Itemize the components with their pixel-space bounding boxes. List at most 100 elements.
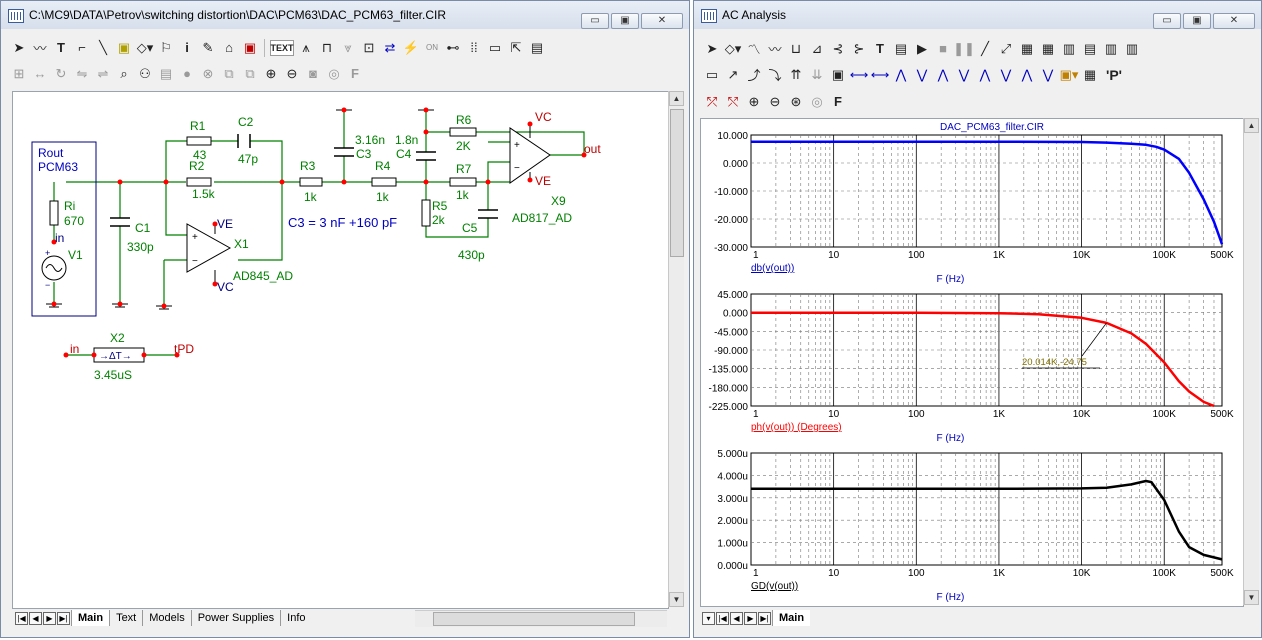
image-icon[interactable]: ▣ <box>831 66 845 82</box>
fingerprint-icon[interactable]: ◎ <box>328 65 340 81</box>
voltage-icon[interactable]: ⊡ <box>363 39 375 55</box>
shapes-icon[interactable]: ◇▾ <box>724 40 742 56</box>
scroll-thumb[interactable] <box>670 109 684 257</box>
grid3-icon[interactable]: ▥ <box>1062 40 1076 56</box>
restore-button[interactable]: ▣ <box>1183 13 1211 29</box>
zoom-in-icon[interactable]: ⊕ <box>265 65 277 81</box>
zoom-out-icon[interactable]: ⊖ <box>769 93 781 109</box>
zoom-out-icon[interactable]: ⊖ <box>286 65 298 81</box>
scale-icon[interactable]: 〽 <box>747 42 761 57</box>
run-icon[interactable]: ▶ <box>917 40 927 56</box>
grid1-icon[interactable]: ▦ <box>1020 40 1034 56</box>
tab-models[interactable]: Models <box>142 610 190 626</box>
camera-icon[interactable]: ◙ <box>309 66 317 81</box>
tab-main[interactable]: Main <box>71 610 110 626</box>
tab-text[interactable]: Text <box>109 610 142 626</box>
text-tool-icon[interactable]: T <box>57 40 65 55</box>
info-icon[interactable]: i <box>185 40 189 55</box>
align-icon[interactable]: ⊞ <box>13 65 25 81</box>
flag-icon[interactable]: ⚐ <box>160 39 172 55</box>
last-page-button[interactable]: ▶ <box>744 611 757 625</box>
flip-icon[interactable]: ↔ <box>33 66 47 81</box>
rectangle-icon[interactable]: ▭ <box>488 39 502 55</box>
f-icon[interactable]: F <box>351 66 359 81</box>
scroll-down-button[interactable]: ▼ <box>669 592 684 607</box>
orthogonal-wire-icon[interactable]: ⌐ <box>78 40 86 55</box>
restore-button[interactable]: ▣ <box>611 13 639 29</box>
zoom-fit-icon[interactable]: ⊛ <box>790 93 802 109</box>
schematic-vscroll[interactable]: ▲ ▼ <box>668 91 684 607</box>
last-page-button[interactable]: ▶| <box>57 611 70 625</box>
pause-icon[interactable]: ❚❚ <box>953 40 975 56</box>
pin-connect-icon[interactable]: ⊷ <box>446 39 460 55</box>
valley3-icon[interactable]: ⋁ <box>1000 66 1012 82</box>
scale4-icon[interactable]: ⊿ <box>811 40 823 56</box>
diagonal-wire-icon[interactable]: ╲ <box>99 39 107 55</box>
minimize-button[interactable]: ▭ <box>581 13 609 29</box>
tab-main[interactable]: Main <box>772 610 811 626</box>
on-button[interactable]: ON <box>426 43 438 52</box>
peak-mode-icon[interactable]: ⋀ <box>895 66 907 82</box>
high-icon[interactable]: ⇈ <box>790 66 802 82</box>
grid-dots-icon[interactable]: ⁞⁞ <box>470 40 478 55</box>
right-cursor-icon[interactable]: ⟷ <box>870 66 890 82</box>
prev-page-button[interactable]: |◀ <box>716 611 729 625</box>
close-button[interactable]: ✕ <box>641 13 683 29</box>
next-page-button[interactable]: ▶ <box>43 611 56 625</box>
end-page-button[interactable]: ▶| <box>758 611 771 625</box>
scroll-up-button[interactable]: ▲ <box>669 91 684 106</box>
table-icon[interactable]: ▦ <box>1083 66 1097 82</box>
scale5-icon[interactable]: ⊰ <box>832 40 844 56</box>
mirror-icon[interactable]: ⇋ <box>76 65 88 81</box>
power-icon[interactable]: ⚡ <box>402 39 420 55</box>
node-numbers-icon[interactable]: ⩚ <box>302 39 310 55</box>
first-page-button[interactable]: ▾ <box>702 611 715 625</box>
copy-icon[interactable]: ⧉ <box>224 65 234 81</box>
minimize-button[interactable]: ▭ <box>1153 13 1181 29</box>
tab-power-supplies[interactable]: Power Supplies <box>190 610 280 626</box>
binoculars-icon[interactable]: ⚇ <box>139 65 151 81</box>
palette-icon[interactable]: ▣▾ <box>1059 66 1079 82</box>
peak2-icon[interactable]: ⋀ <box>937 66 949 82</box>
scale2-icon[interactable]: 〰 <box>768 42 782 57</box>
line2-icon[interactable]: ⤢ <box>1000 40 1012 56</box>
valley-icon[interactable]: ⤵ <box>768 68 782 83</box>
grid6-icon[interactable]: ▥ <box>1125 40 1139 56</box>
scroll-up-button[interactable]: ▲ <box>1244 118 1259 133</box>
page-icon[interactable]: ▤ <box>159 65 173 81</box>
rotate-icon[interactable]: ↻ <box>55 65 67 81</box>
zoom-in-icon[interactable]: ⊕ <box>748 93 760 109</box>
cancel-icon[interactable]: ⊗ <box>202 65 214 81</box>
left-cursor-icon[interactable]: ⟷ <box>849 66 869 82</box>
schematic-titlebar[interactable]: C:\MC9\DATA\Petrov\switching distortion\… <box>1 1 689 29</box>
valley4-icon[interactable]: ⋁ <box>1042 66 1054 82</box>
shapes-icon[interactable]: ◇▾ <box>136 39 154 55</box>
peak4-icon[interactable]: ⋀ <box>1021 66 1033 82</box>
grid4-icon[interactable]: ▤ <box>1083 40 1097 56</box>
scale3-icon[interactable]: ⊔ <box>790 40 802 56</box>
cursor-icon[interactable]: ⇱ <box>510 39 522 55</box>
prev-page-button[interactable]: ◀ <box>29 611 42 625</box>
bode-cursor-icon[interactable]: ⤱ <box>706 93 718 109</box>
scale6-icon[interactable]: ⊱ <box>853 40 865 56</box>
grid5-icon[interactable]: ▥ <box>1104 40 1118 56</box>
find-icon[interactable]: ⌕ <box>120 65 128 81</box>
component-icon[interactable]: ▣ <box>117 39 131 55</box>
properties-icon[interactable]: ▤ <box>894 40 908 56</box>
hscroll-thumb[interactable] <box>433 612 635 626</box>
close-button[interactable]: ✕ <box>1213 13 1255 29</box>
valley-mode-icon[interactable]: ⋁ <box>916 66 928 82</box>
mirror2-icon[interactable]: ⇌ <box>97 65 109 81</box>
schematic-canvas[interactable]: + − + − + − <box>12 91 669 609</box>
text-tool-icon[interactable]: T <box>876 41 884 56</box>
arrow-tool-icon[interactable]: ➤ <box>13 39 25 55</box>
first-page-button[interactable]: |◀ <box>15 611 28 625</box>
peak3-icon[interactable]: ⋀ <box>979 66 991 82</box>
arrow-tool-icon[interactable]: ➤ <box>706 40 718 56</box>
help-icon[interactable]: ✎ <box>202 39 214 55</box>
scroll-down-button[interactable]: ▼ <box>1244 590 1259 605</box>
pin-icon[interactable]: ⊓ <box>321 39 333 55</box>
stop-icon[interactable]: ● <box>183 66 191 81</box>
valley2-icon[interactable]: ⋁ <box>958 66 970 82</box>
